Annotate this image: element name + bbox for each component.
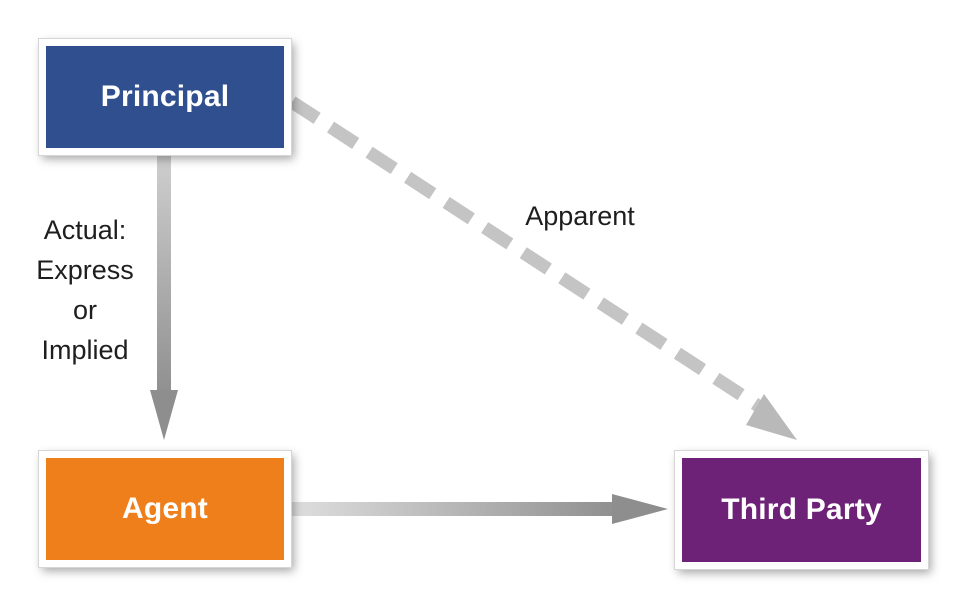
actual-label-line: Actual: [43, 215, 127, 245]
agent-box: Agent [39, 451, 291, 567]
actual-label-line: or [72, 295, 97, 325]
actual-label-line: Express [36, 255, 134, 285]
arrowhead-diagonal [746, 394, 797, 440]
apparent-authority-label: Apparent [525, 201, 635, 231]
arrow-principal-to-third-party [288, 96, 797, 440]
third-party-box: Third Party [675, 451, 928, 569]
arrowhead-right [612, 494, 668, 524]
actual-authority-label: Actual: Express or Implied [20, 210, 150, 370]
arrowhead-down [150, 390, 178, 440]
third-party-label: Third Party [721, 493, 882, 526]
principal-box: Principal [39, 39, 291, 155]
principal-label: Principal [100, 80, 230, 113]
agent-label: Agent [122, 492, 208, 525]
actual-label-line: Implied [41, 335, 129, 365]
arrow-principal-to-agent [150, 155, 178, 440]
arrow-agent-to-third-party [292, 494, 668, 524]
